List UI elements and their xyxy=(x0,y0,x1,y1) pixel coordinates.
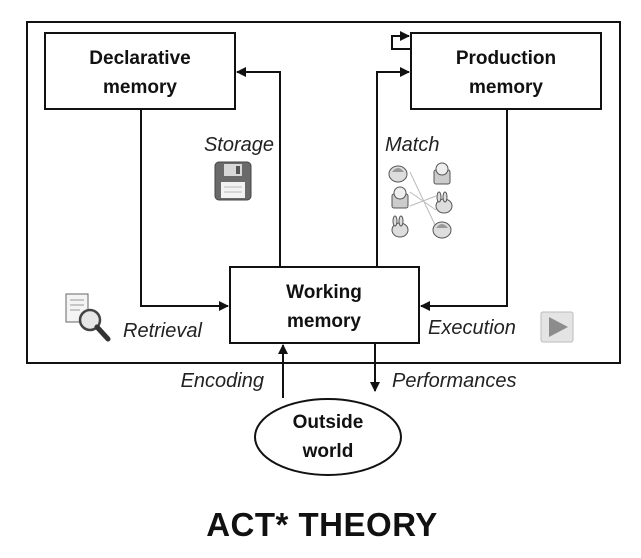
diagram-title: ACT* THEORY xyxy=(206,506,438,543)
working-memory-label-line2: memory xyxy=(287,311,361,332)
working-memory-label-line1: Working xyxy=(286,282,362,303)
outside-world-label-line2: world xyxy=(302,441,354,462)
production-memory-label-line1: Production xyxy=(456,48,556,69)
outer-frame xyxy=(26,21,621,364)
play-icon xyxy=(540,311,574,343)
magnifier-document-icon xyxy=(65,293,111,342)
production-self-loop-arrow xyxy=(391,31,411,50)
declarative-memory-label-line2: memory xyxy=(103,77,177,98)
production-memory-label-line2: memory xyxy=(469,77,543,98)
production-memory-node: Production memory xyxy=(410,32,602,110)
execution-arrow xyxy=(420,109,508,311)
performances-label: Performances xyxy=(392,370,517,392)
declarative-memory-node: Declarative memory xyxy=(44,32,236,110)
match-arrow xyxy=(376,67,410,267)
floppy-disk-icon xyxy=(214,161,252,201)
execution-label: Execution xyxy=(428,317,516,339)
storage-arrow xyxy=(236,67,281,267)
working-memory-node: Working memory xyxy=(229,266,420,344)
storage-label: Storage xyxy=(204,134,274,156)
encoding-label: Encoding xyxy=(181,370,264,392)
retrieval-label: Retrieval xyxy=(123,320,202,342)
match-label: Match xyxy=(385,134,439,156)
declarative-memory-label-line1: Declarative xyxy=(89,48,190,69)
retrieval-arrow xyxy=(140,109,229,311)
outside-world-label-line1: Outside xyxy=(293,412,364,433)
matching-pictures-icon xyxy=(388,162,453,239)
outside-world-node: Outside world xyxy=(254,398,402,476)
